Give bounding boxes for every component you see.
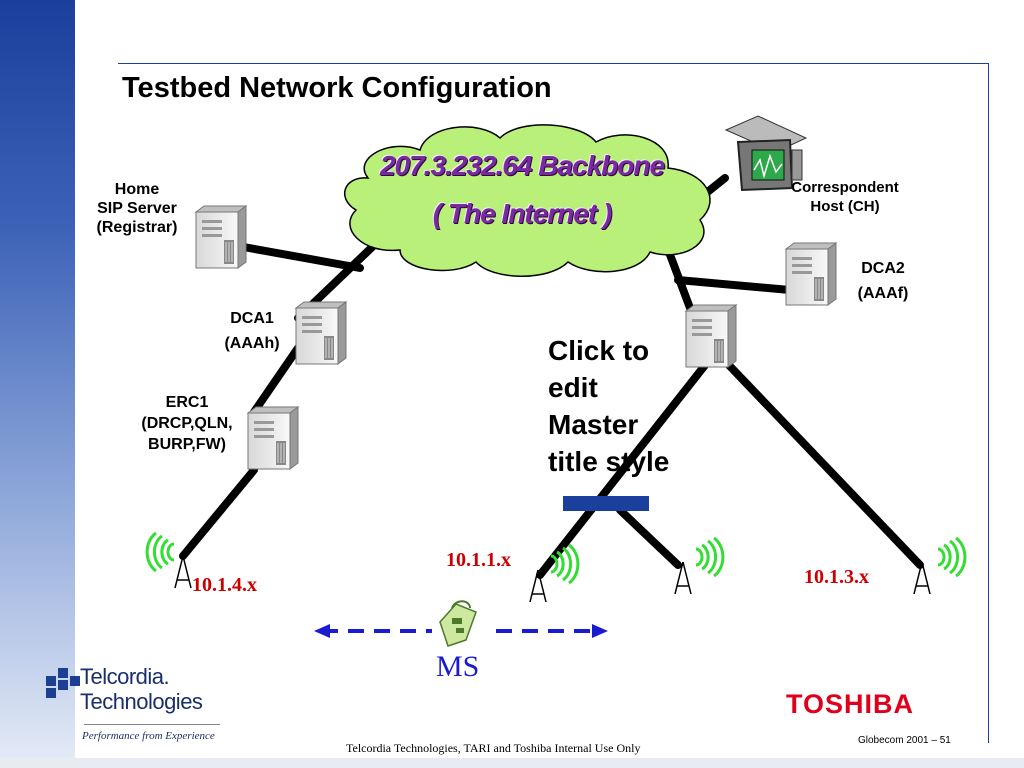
correspondent-host-icon	[724, 115, 808, 192]
sidebar-gradient	[0, 0, 75, 768]
dca2-label-line2: (AAAf)	[857, 285, 909, 302]
subnet-right-label: 10.1.3.x	[804, 566, 869, 588]
home-sip-server-icon	[195, 205, 247, 269]
subnet-left-label: 10.1.4.x	[192, 574, 257, 596]
antenna-middle-right-icon	[674, 536, 725, 595]
network-links	[179, 174, 924, 579]
erc1-server-icon	[247, 406, 299, 470]
ch-label-line1: Correspondent	[791, 179, 899, 196]
mobile-phone-icon	[439, 600, 477, 647]
slide-title: Testbed Network Configuration	[122, 72, 552, 104]
subnet-middle-label: 10.1.1.x	[446, 549, 511, 571]
mobility-arrow	[314, 624, 608, 638]
dca2-label: DCA2 (AAAf)	[848, 256, 918, 306]
telcordia-logo-icon	[46, 668, 80, 698]
header-rule	[118, 63, 988, 64]
antenna-left-icon	[145, 531, 192, 589]
home-label-line3: (Registrar)	[96, 219, 178, 236]
telcordia-tagline: Performance from Experience	[82, 730, 215, 742]
mobile-station-label: MS	[436, 650, 480, 683]
bottom-bar	[0, 758, 1024, 768]
correspondent-host-label: Correspondent Host (CH)	[780, 178, 910, 216]
dca1-label-line1: DCA1	[230, 310, 274, 327]
dca2-label-line1: DCA2	[861, 260, 905, 277]
footer-text: Telcordia Technologies, TARI and Toshiba…	[346, 741, 641, 755]
ch-label-line2: Host (CH)	[810, 198, 880, 215]
home-label-line1: Home	[114, 181, 160, 198]
router-server-icon	[685, 304, 737, 368]
antenna-right-icon	[913, 536, 967, 595]
dca1-server-icon	[295, 301, 347, 365]
telcordia-wordmark: Telcordia. Technologies	[80, 664, 203, 714]
erc1-label-line2: (DRCP,QLN,	[141, 415, 233, 432]
telcordia-rule	[84, 724, 220, 725]
home-server-label: Home SIP Server (Registrar)	[84, 180, 190, 237]
dca1-label: DCA1 (AAAh)	[214, 306, 290, 356]
erc1-label-line3: BURP,FW)	[148, 436, 226, 453]
telcordia-name-line2: Technologies	[80, 689, 203, 714]
dca1-label-line2: (AAAh)	[224, 335, 280, 352]
erc1-label-line1: ERC1	[165, 394, 209, 411]
telcordia-name-line1: Telcordia.	[80, 664, 170, 689]
page-number: Globecom 2001 – 51	[858, 735, 951, 746]
cloud-title: 207.3.232.64 Backbone	[379, 150, 665, 181]
internet-cloud	[344, 124, 711, 277]
placeholder-highlight	[563, 496, 649, 511]
dca2-server-icon	[785, 242, 837, 306]
home-label-line2: SIP Server	[97, 200, 177, 217]
master-title-placeholder[interactable]: Click to edit Master title style	[548, 335, 670, 477]
right-rule	[988, 63, 989, 743]
toshiba-logo: TOSHIBA	[786, 689, 915, 719]
cloud-subtitle: ( The Internet )	[432, 198, 612, 229]
erc1-label: ERC1 (DRCP,QLN, BURP,FW)	[126, 392, 248, 455]
